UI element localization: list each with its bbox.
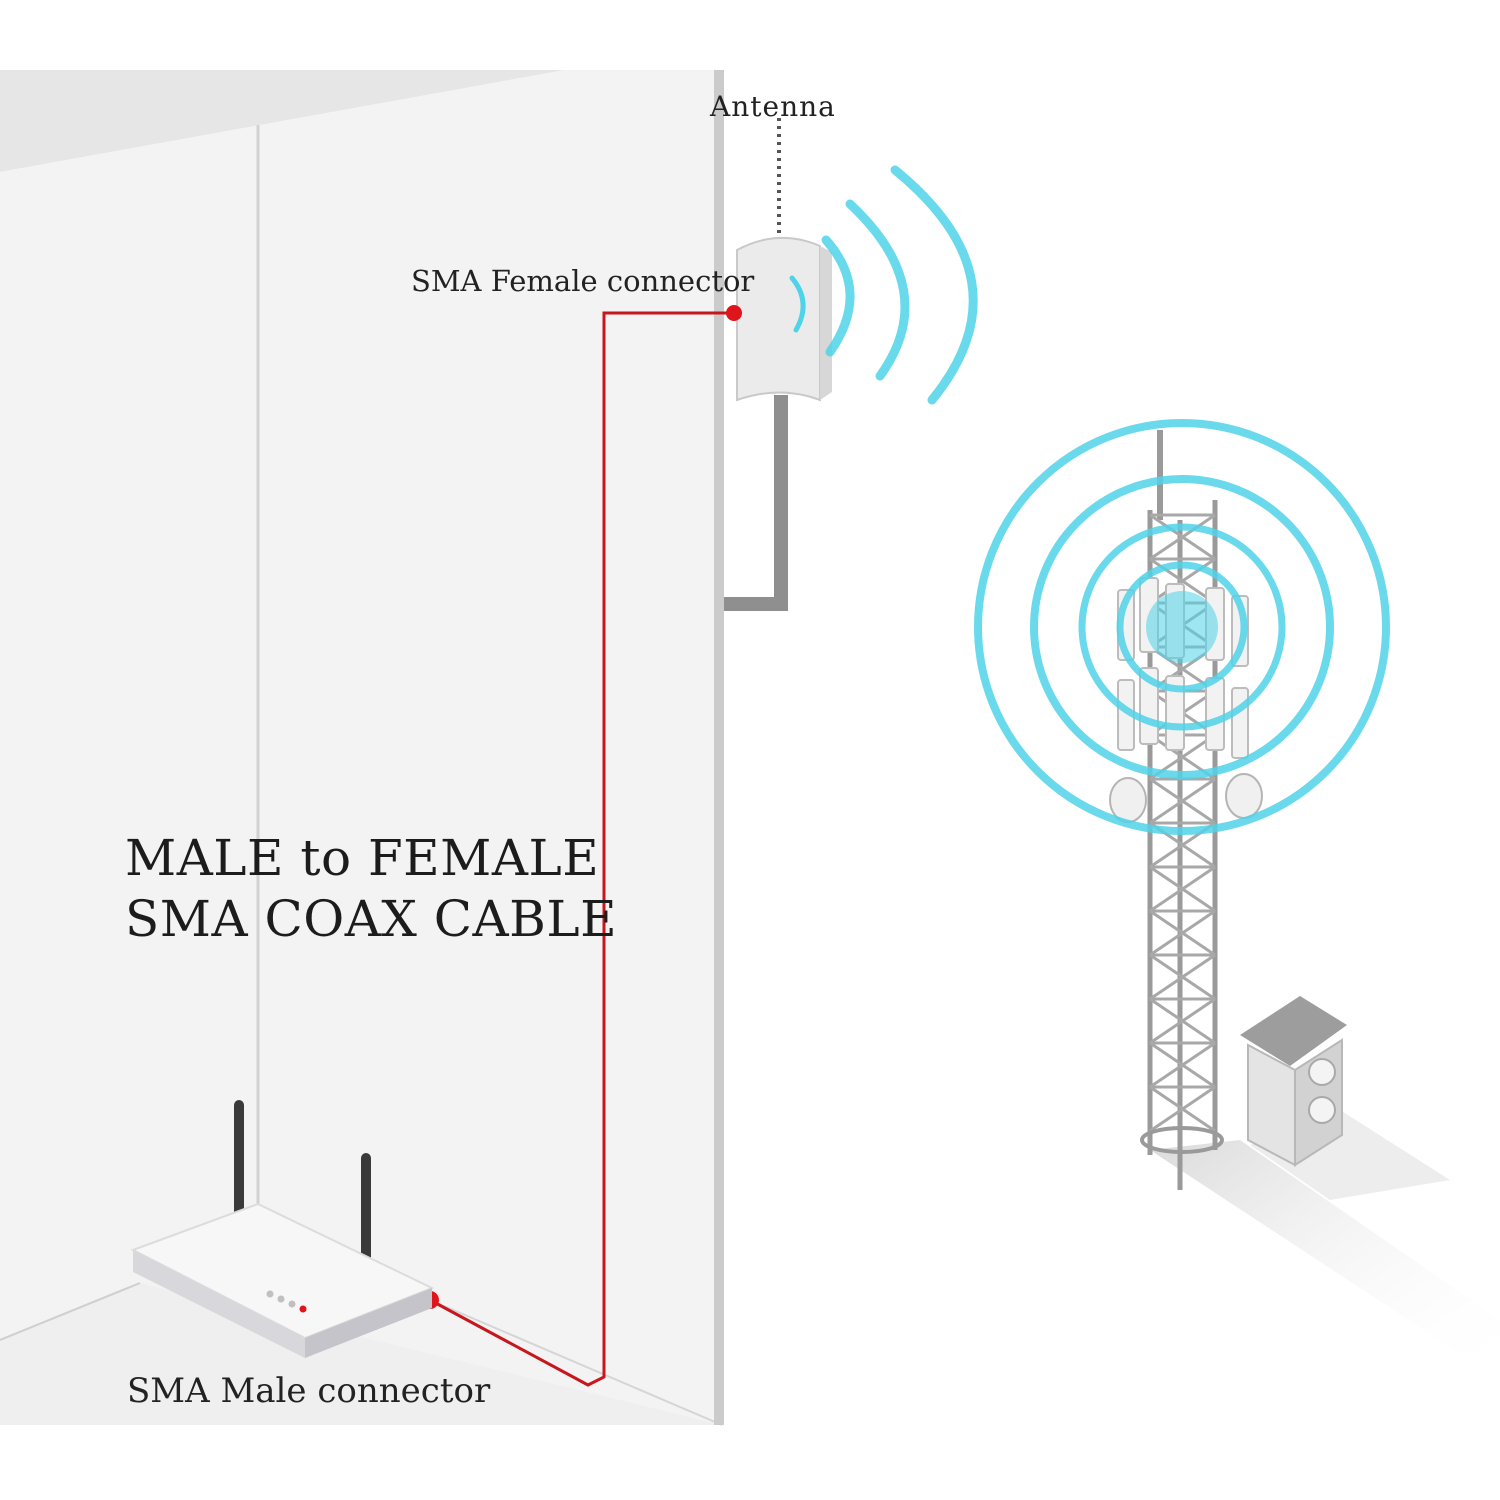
- antenna-wave-2: [845, 199, 910, 381]
- router-front: [133, 1250, 305, 1358]
- sma-female-connector-label: SMA Female connector: [411, 264, 755, 298]
- room: [0, 70, 724, 1426]
- tower-shadow: [1150, 1140, 1500, 1380]
- antenna-signal-waves: [821, 165, 978, 405]
- antenna-body: [736, 237, 821, 402]
- cabinet-fan-top: [1308, 1058, 1336, 1086]
- tower-ring-4: [974, 419, 1390, 835]
- tower-base-ring: [1140, 1126, 1224, 1154]
- antenna-mount-bracket: [724, 395, 788, 611]
- wifi-router-icon: [130, 1100, 435, 1358]
- floor: [0, 1283, 722, 1425]
- panel-antenna-icon: [724, 118, 832, 611]
- router-led-2: [277, 1295, 285, 1303]
- router-led-3: [288, 1300, 296, 1308]
- antenna-wave-3: [890, 165, 978, 405]
- tower-brace-8-1: [1149, 865, 1216, 913]
- floor-edge: [0, 1282, 141, 1341]
- router-antenna-right: [361, 1153, 371, 1283]
- router-led-1: [266, 1290, 274, 1298]
- tower-panel-10: [1231, 687, 1249, 759]
- diagram-title-line-2: SMA COAX CABLE: [125, 890, 618, 948]
- tower-brace-12-1: [1149, 1041, 1216, 1089]
- router-antenna-left: [234, 1100, 244, 1230]
- tower-brace-11-1: [1149, 997, 1216, 1045]
- cell-tower-icon: [1109, 430, 1500, 1380]
- tower-ring-1: [1116, 561, 1248, 693]
- tower-ring-2: [1078, 523, 1286, 731]
- tower-brace-13-1: [1149, 1085, 1216, 1133]
- equipment-cabinet-icon: [1240, 996, 1347, 1167]
- tower-panel-9: [1205, 677, 1225, 751]
- sma-female-connector-dot: [726, 305, 742, 321]
- tower-brace-6-1: [1149, 777, 1216, 825]
- coax-cable: [421, 305, 742, 1387]
- tower-dish-left: [1109, 777, 1147, 823]
- tower-brace-10-1: [1149, 953, 1216, 1001]
- cabinet-roof: [1240, 996, 1347, 1066]
- interior-wall: [0, 70, 722, 1425]
- tower-signal-core: [1146, 591, 1218, 663]
- tower-ring-3: [1030, 475, 1334, 779]
- antenna-label: Antenna: [710, 90, 836, 123]
- tower-brace-0-1: [1149, 513, 1216, 561]
- diagram-title-line-1: MALE to FEMALE: [125, 829, 600, 887]
- router-led-4: [299, 1305, 307, 1313]
- tower-dishes: [1109, 773, 1263, 823]
- tower-panel-8: [1165, 675, 1185, 751]
- tower-lattice: [1147, 430, 1218, 1190]
- antenna-wave-1: [821, 235, 855, 357]
- router-side: [305, 1288, 432, 1358]
- sma-male-connector-label: SMA Male connector: [127, 1371, 491, 1411]
- exterior-wall-edge: [714, 70, 724, 1425]
- antenna-side: [820, 246, 832, 400]
- tower-brace-9-1: [1149, 909, 1216, 957]
- tower-dish-right: [1225, 773, 1263, 819]
- cabinet-fan-bottom: [1308, 1096, 1336, 1124]
- coax-cable-line: [429, 311, 734, 1387]
- floor-edge-2: [429, 1299, 723, 1426]
- antenna-inner-wave: [789, 275, 806, 333]
- tower-signal-rings: [974, 419, 1390, 835]
